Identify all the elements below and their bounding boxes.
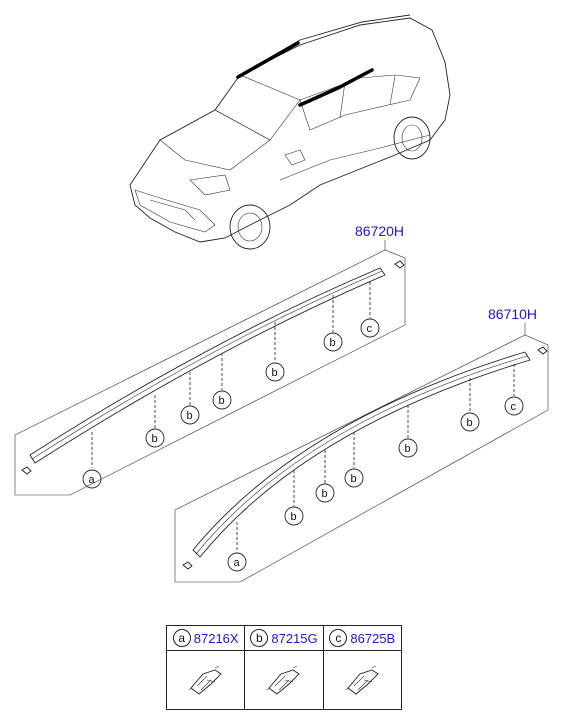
- callout-b: b: [180, 405, 200, 425]
- legend-cell-b: b 87215G: [245, 626, 324, 709]
- callout-b: b: [212, 390, 232, 410]
- svg-text:b: b: [405, 443, 411, 455]
- legend-cell-c: c 86725B: [323, 626, 401, 709]
- end-clip: [21, 466, 32, 475]
- callout-a: a: [227, 552, 247, 572]
- legend-letter: b: [250, 629, 269, 647]
- callout-b: b: [284, 506, 304, 526]
- legend-cell-a: a 87216X: [167, 626, 246, 709]
- end-clip: [182, 561, 193, 570]
- clip-icon: [267, 665, 301, 695]
- svg-text:b: b: [322, 488, 328, 500]
- legend-part-number[interactable]: 86725B: [350, 630, 396, 646]
- legend-letter: c: [329, 629, 348, 647]
- car-illustration: [129, 14, 451, 250]
- assembly-frame: [14, 249, 406, 496]
- callout-b: b: [315, 483, 335, 503]
- svg-text:c: c: [511, 401, 517, 413]
- legend-part-number[interactable]: 87215G: [271, 630, 318, 646]
- svg-text:b: b: [291, 511, 297, 523]
- svg-text:b: b: [187, 410, 193, 422]
- callout-b: b: [344, 468, 364, 488]
- svg-text:b: b: [152, 433, 158, 445]
- callout-b: b: [398, 438, 418, 458]
- assembly-part-number[interactable]: 86720H: [355, 223, 404, 239]
- callout-b: b: [460, 412, 480, 432]
- callout-b: b: [323, 332, 343, 352]
- callout-b: b: [145, 428, 165, 448]
- callout-c: c: [360, 318, 380, 338]
- svg-text:b: b: [467, 417, 473, 429]
- clip-icon: [188, 665, 222, 695]
- legend-part-number[interactable]: 87216X: [193, 630, 239, 646]
- legend-letter: a: [172, 629, 191, 647]
- svg-text:b: b: [219, 395, 225, 407]
- svg-text:b: b: [351, 473, 357, 485]
- end-clip: [394, 260, 405, 269]
- svg-text:b: b: [330, 337, 336, 349]
- parts-legend-table: a 87216X b 87215G c 86725B: [166, 625, 402, 710]
- callout-b: b: [265, 362, 285, 382]
- svg-text:b: b: [272, 367, 278, 379]
- callout-c: c: [504, 396, 524, 416]
- callout-a: a: [82, 469, 102, 489]
- svg-text:c: c: [367, 323, 373, 335]
- roof-molding-strip: [29, 267, 386, 464]
- clip-icon: [345, 665, 379, 695]
- assembly-frame: [174, 334, 549, 583]
- svg-text:a: a: [89, 474, 96, 486]
- assembly-86710h: 86710H a b b b b b c: [174, 306, 549, 583]
- end-clip: [537, 346, 548, 355]
- assembly-86720h: 86720H a b b b b b c: [14, 223, 406, 496]
- assembly-part-number[interactable]: 86710H: [488, 306, 537, 322]
- roof-molding-strip: [192, 351, 531, 558]
- svg-text:a: a: [234, 557, 241, 569]
